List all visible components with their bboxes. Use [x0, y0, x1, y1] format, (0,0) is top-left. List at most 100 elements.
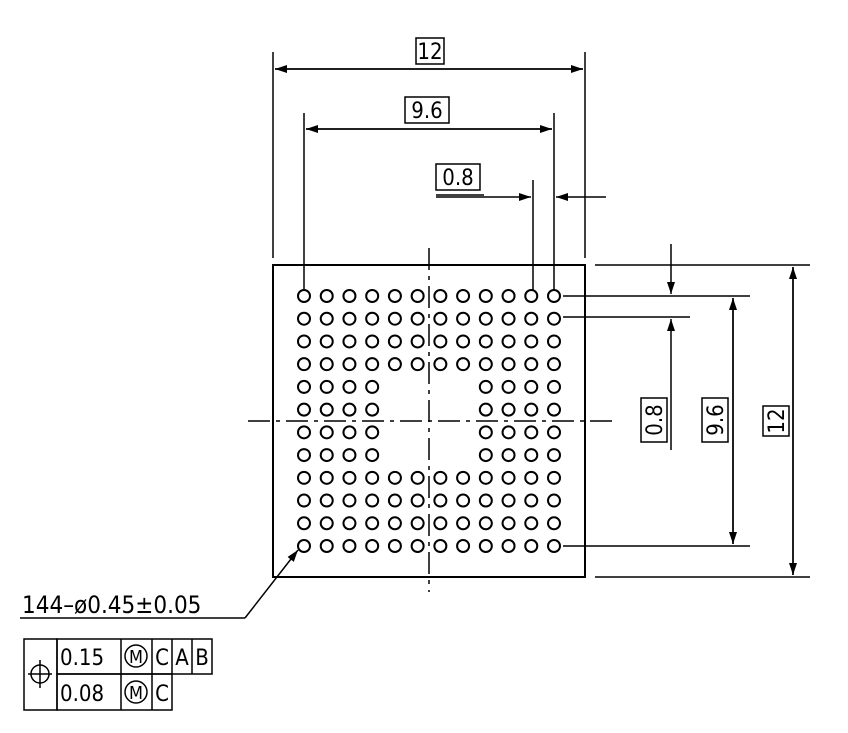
solder-ball [319, 357, 334, 372]
solder-ball [478, 402, 493, 417]
solder-ball [387, 289, 402, 303]
fcf-row1-datum-a: A [175, 646, 189, 671]
solder-ball [365, 470, 380, 485]
solder-ball [524, 425, 539, 440]
dim-right-overall-label: 12 [765, 408, 790, 433]
solder-ball [319, 448, 334, 463]
solder-ball [319, 425, 334, 440]
solder-ball [547, 470, 561, 485]
solder-ball [478, 539, 493, 553]
solder-ball [319, 402, 334, 417]
dim-right-pitch-label: 0.8 [643, 404, 668, 435]
solder-ball [433, 539, 448, 553]
solder-ball [387, 357, 402, 372]
solder-ball [524, 493, 539, 508]
solder-ball [501, 425, 516, 440]
solder-ball [547, 379, 561, 394]
solder-ball [342, 516, 357, 531]
solder-ball [478, 379, 493, 394]
solder-ball [456, 493, 471, 508]
solder-ball [319, 493, 334, 508]
solder-ball [342, 357, 357, 372]
solder-ball [501, 470, 516, 485]
dim-top-overall-label: 12 [417, 40, 442, 65]
fcf-row2-datum-c: C [155, 682, 169, 707]
solder-ball [501, 334, 516, 349]
solder-ball [365, 357, 380, 372]
solder-ball [501, 448, 516, 463]
fcf-row1-datum-c: C [155, 646, 169, 671]
solder-ball [478, 516, 493, 531]
dim-top-pitch-span-label: 9.6 [411, 99, 442, 124]
solder-ball [319, 289, 334, 303]
solder-ball [456, 357, 471, 372]
solder-ball [342, 289, 357, 303]
solder-ball [365, 334, 380, 349]
solder-ball [342, 379, 357, 394]
solder-ball [365, 448, 380, 463]
dim-top-pitch-label: 0.8 [442, 166, 473, 191]
solder-ball [456, 516, 471, 531]
solder-ball [501, 402, 516, 417]
solder-ball [387, 516, 402, 531]
solder-ball [433, 516, 448, 531]
solder-ball [410, 357, 425, 372]
solder-ball [501, 357, 516, 372]
solder-ball [319, 334, 334, 349]
solder-ball [410, 493, 425, 508]
solder-ball [297, 311, 311, 326]
solder-ball [524, 402, 539, 417]
solder-ball [433, 289, 448, 303]
solder-ball [365, 289, 380, 303]
solder-ball [478, 425, 493, 440]
solder-ball [365, 311, 380, 326]
solder-ball [501, 311, 516, 326]
solder-ball [456, 311, 471, 326]
solder-ball [456, 539, 471, 553]
fcf-row1-tolerance: 0.15 [60, 646, 104, 671]
solder-ball [433, 357, 448, 372]
solder-ball [319, 516, 334, 531]
solder-ball [410, 334, 425, 349]
solder-ball [524, 516, 539, 531]
solder-ball [433, 470, 448, 485]
solder-ball [297, 448, 311, 463]
solder-ball [501, 539, 516, 553]
ball-grid [297, 289, 561, 553]
solder-ball [501, 379, 516, 394]
solder-ball [524, 448, 539, 463]
ball-callout-text: 144–ø0.45±0.05 [22, 591, 201, 619]
solder-ball [297, 379, 311, 394]
solder-ball [319, 311, 334, 326]
solder-ball [456, 334, 471, 349]
solder-ball [387, 493, 402, 508]
ball-callout-leader [20, 549, 299, 619]
solder-ball [297, 470, 311, 485]
top-dimensions [272, 52, 606, 290]
solder-ball [501, 516, 516, 531]
solder-ball [478, 289, 493, 303]
solder-ball [342, 470, 357, 485]
fcf-row2-tolerance: 0.08 [60, 682, 104, 707]
solder-ball [478, 493, 493, 508]
solder-ball [410, 516, 425, 531]
solder-ball [547, 402, 561, 417]
right-dimensions [563, 244, 810, 578]
solder-ball [387, 470, 402, 485]
solder-ball [547, 357, 561, 372]
solder-ball [524, 379, 539, 394]
solder-ball [410, 289, 425, 303]
solder-ball [524, 470, 539, 485]
solder-ball [342, 334, 357, 349]
solder-ball [410, 539, 425, 553]
solder-ball [387, 311, 402, 326]
solder-ball [547, 539, 561, 553]
solder-ball [524, 357, 539, 372]
fcf-row1-datum-b: B [195, 646, 209, 671]
solder-ball [433, 311, 448, 326]
solder-ball [433, 493, 448, 508]
solder-ball [342, 402, 357, 417]
solder-ball [319, 470, 334, 485]
solder-ball [365, 379, 380, 394]
